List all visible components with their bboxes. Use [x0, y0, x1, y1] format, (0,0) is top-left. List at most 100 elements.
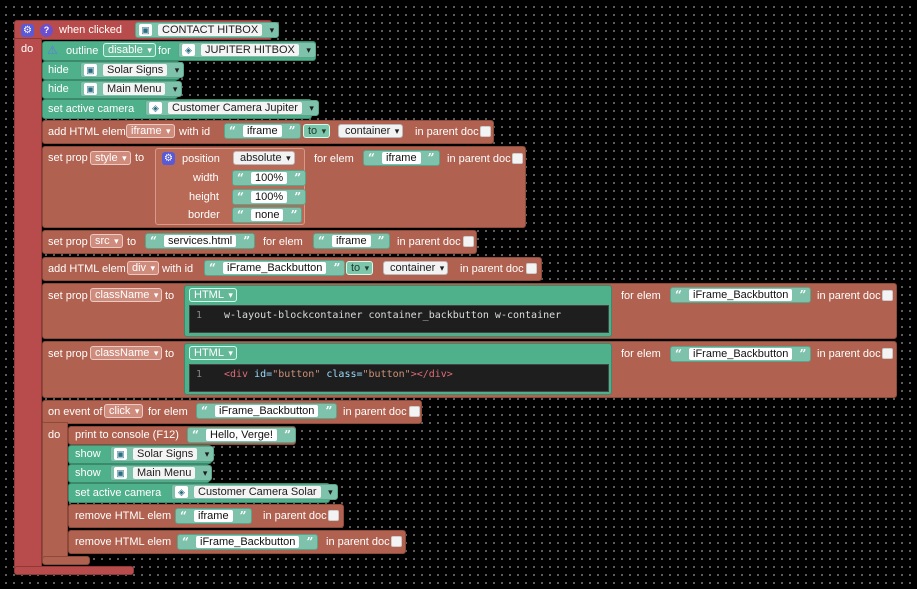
in-parent-checkbox[interactable]: [463, 236, 474, 247]
print-label: print to console (F12): [75, 429, 179, 441]
element-type-dropdown[interactable]: iframe: [126, 124, 175, 138]
with-id-label: with id: [179, 126, 211, 138]
do-label: do: [21, 43, 34, 55]
in-parent-checkbox[interactable]: [512, 153, 523, 164]
to-dropdown[interactable]: to: [346, 261, 374, 275]
elem-string[interactable]: “iframe”: [175, 508, 252, 524]
line-number: 1: [196, 310, 203, 321]
show-label: show: [75, 448, 101, 460]
for-elem-label: for elem: [621, 348, 661, 360]
to-label: to: [127, 236, 137, 248]
elem-string[interactable]: “iFrame_Backbutton”: [177, 534, 319, 550]
show-target-dropdown[interactable]: ▣ Main Menu: [110, 465, 213, 481]
elem-string[interactable]: “iFrame_Backbutton”: [670, 287, 812, 303]
in-parent-checkbox[interactable]: [391, 536, 402, 547]
hide-label: hide: [48, 83, 69, 95]
in-parent-label: in parent doc: [415, 126, 479, 138]
camera-dropdown[interactable]: ◈ Customer Camera Jupiter: [145, 100, 319, 116]
style-key-height: height: [189, 191, 219, 203]
lang-dropdown[interactable]: HTML: [189, 288, 237, 302]
in-parent-checkbox[interactable]: [328, 510, 339, 521]
code-value: "button": [272, 369, 321, 380]
lang-dropdown[interactable]: HTML: [189, 346, 237, 360]
when-clicked-label: when clicked: [59, 24, 122, 36]
width-string[interactable]: “100%”: [232, 170, 307, 186]
with-id-label: with id: [162, 263, 194, 275]
hide-target-dropdown[interactable]: ▣ Main Menu: [80, 81, 183, 97]
position-dropdown[interactable]: absolute: [233, 151, 295, 165]
for-elem-label: for elem: [621, 290, 661, 302]
in-parent-label: in parent doc: [447, 153, 511, 165]
code-tag: <div: [224, 369, 249, 380]
gear-icon[interactable]: ⚙: [162, 152, 175, 165]
set-camera-label: set active camera: [48, 103, 135, 115]
outline-label: outline: [66, 45, 99, 57]
cube-icon: ◈: [175, 486, 188, 498]
elem-string[interactable]: “iframe”: [363, 150, 440, 166]
gear-icon[interactable]: ⚙: [21, 24, 34, 37]
in-parent-label: in parent doc: [343, 406, 407, 418]
elem-string[interactable]: “iFrame_Backbutton”: [196, 403, 338, 419]
element-type-dropdown[interactable]: div: [127, 261, 160, 275]
outline-mode-dropdown[interactable]: disable: [103, 43, 156, 57]
container-dropdown[interactable]: container: [383, 261, 449, 275]
hide-target-dropdown[interactable]: ▣ Solar Signs: [80, 62, 185, 78]
in-parent-checkbox[interactable]: [882, 290, 893, 301]
border-string[interactable]: “none”: [232, 207, 303, 223]
in-parent-checkbox[interactable]: [480, 126, 491, 137]
in-parent-label: in parent doc: [460, 263, 524, 275]
to-dropdown[interactable]: to: [303, 124, 331, 138]
elem-string[interactable]: “iframe”: [313, 233, 390, 249]
code-tag: ></div>: [410, 369, 453, 380]
outline-target-dropdown[interactable]: ◈ JUPITER HITBOX: [178, 42, 316, 58]
clicked-object-dropdown[interactable]: ▣ CONTACT HITBOX: [135, 22, 280, 38]
event-dropdown[interactable]: click: [104, 404, 144, 418]
in-parent-label: in parent doc: [817, 290, 881, 302]
style-key-position: position: [182, 153, 220, 165]
on-event-label: on event of: [48, 406, 103, 418]
in-parent-label: in parent doc: [397, 236, 461, 248]
to-label: to: [135, 152, 145, 164]
in-parent-label: in parent doc: [326, 536, 390, 548]
set-prop-label: set prop: [48, 290, 88, 302]
do-label: do: [48, 429, 61, 441]
help-icon[interactable]: ?: [40, 24, 53, 37]
camera-dropdown[interactable]: ◈ Customer Camera Solar: [171, 484, 338, 500]
hide-label: hide: [48, 64, 69, 76]
event-block-spine: [14, 38, 42, 570]
on-event-footer: [42, 556, 90, 565]
in-parent-label: in parent doc: [263, 510, 327, 522]
src-string[interactable]: “services.html”: [145, 233, 256, 249]
in-parent-checkbox[interactable]: [409, 406, 420, 417]
object-icon: ▣: [114, 467, 127, 479]
to-label: to: [165, 348, 175, 360]
height-string[interactable]: “100%”: [232, 189, 307, 205]
cube-icon: ◈: [182, 44, 195, 56]
prop-dropdown[interactable]: src: [90, 234, 123, 248]
id-string[interactable]: “iframe”: [224, 123, 301, 139]
prop-dropdown[interactable]: style: [90, 151, 131, 165]
line-number: 1: [196, 369, 203, 380]
print-string[interactable]: “Hello, Verge!”: [187, 427, 296, 443]
container-dropdown[interactable]: container: [338, 124, 404, 138]
show-target-dropdown[interactable]: ▣ Solar Signs: [110, 446, 215, 462]
code-line: w-layout-blockcontainer container_backbu…: [224, 310, 562, 321]
in-parent-checkbox[interactable]: [526, 263, 537, 274]
to-label: to: [165, 290, 175, 302]
in-parent-checkbox[interactable]: [882, 348, 893, 359]
code-editor[interactable]: 1<div id="button" class="button"></div>: [189, 364, 609, 392]
remove-html-label: remove HTML elem: [75, 510, 172, 522]
add-html-label: add HTML elem: [48, 126, 126, 138]
elem-string[interactable]: “iFrame_Backbutton”: [670, 346, 812, 362]
id-string[interactable]: “iFrame_Backbutton”: [204, 260, 346, 276]
prop-dropdown[interactable]: className: [90, 346, 163, 360]
prop-dropdown[interactable]: className: [90, 288, 163, 302]
code-value: "button": [362, 369, 411, 380]
object-icon: ▣: [84, 83, 97, 95]
object-icon: ▣: [139, 24, 152, 36]
for-elem-label: for elem: [263, 236, 303, 248]
cube-icon: ◈: [149, 102, 162, 114]
show-label: show: [75, 467, 101, 479]
code-editor[interactable]: 1 w-layout-blockcontainer container_backb…: [189, 305, 609, 333]
on-event-spine: [42, 422, 68, 564]
